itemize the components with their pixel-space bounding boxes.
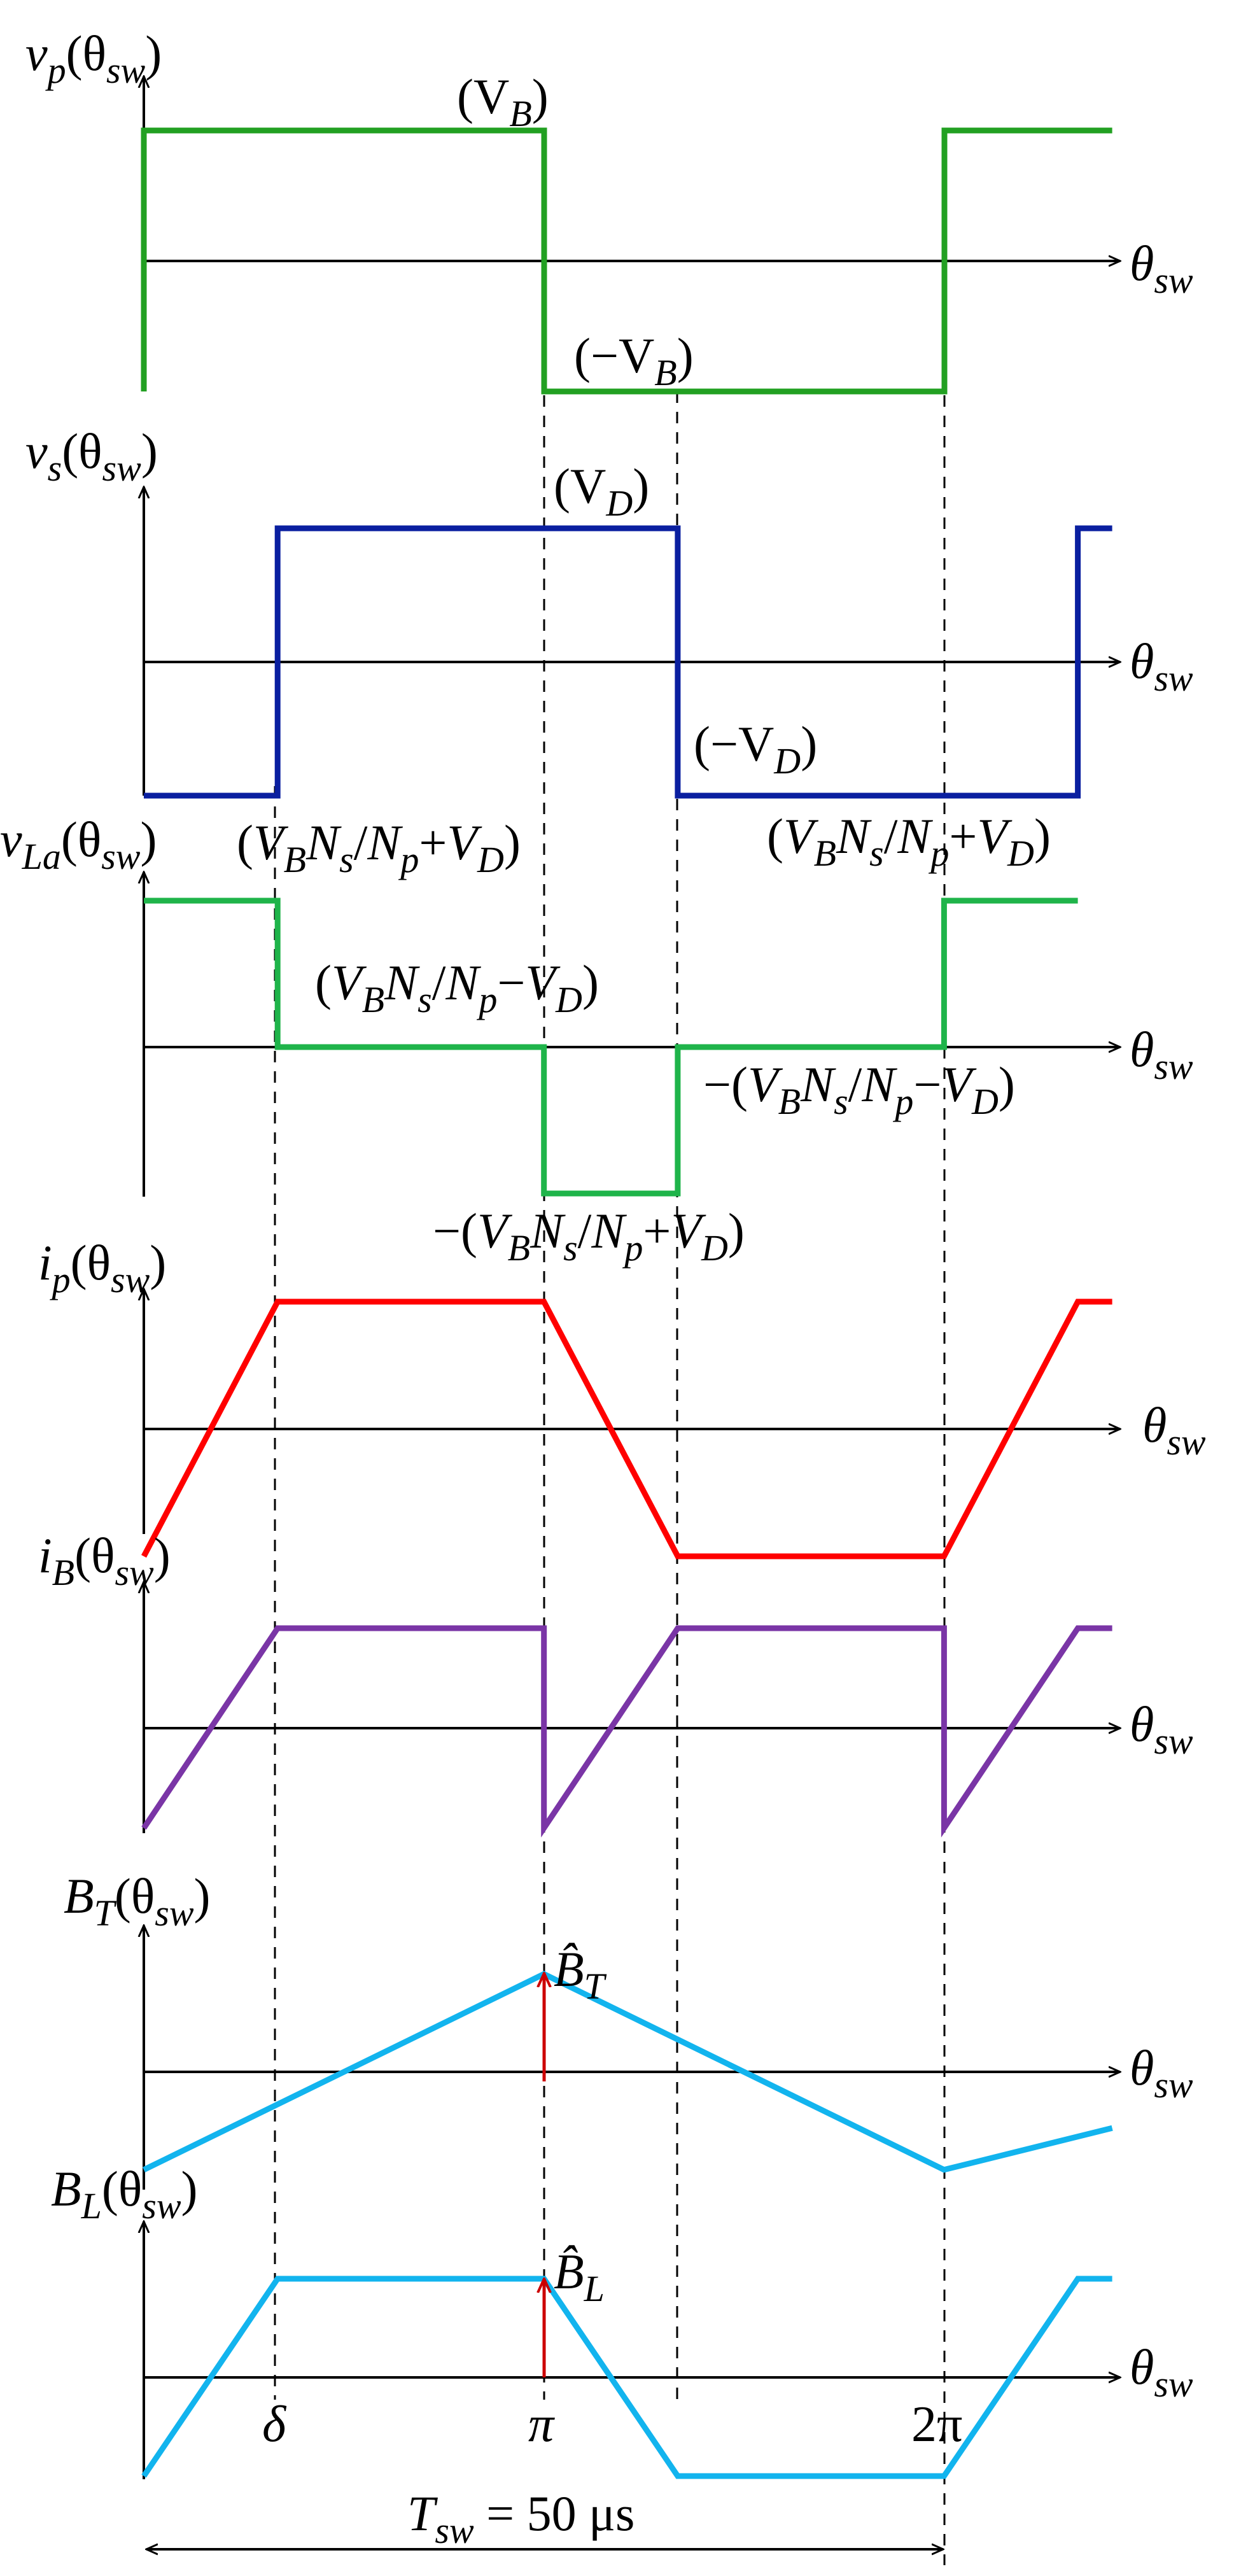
iB-waveform xyxy=(141,1625,1112,1838)
theta-label-vp: θsw xyxy=(1130,236,1193,301)
theta-axis-labels: θsw θsw θsw θsw θsw θsw θsw xyxy=(1130,236,1206,2405)
BT-waveform xyxy=(143,1971,1113,2173)
vs-low-level: (−VD) xyxy=(694,716,817,782)
axes-layer xyxy=(144,76,1120,2479)
bt-label: BT(θsw) xyxy=(64,1868,211,1934)
period-label: Tsw = 50 μs xyxy=(407,2486,635,2551)
vp-high-level: (VB) xyxy=(457,69,549,134)
level-annotations: (VB) (−VB) (VD) (−VD) (VBNs/Np+VD) (VBNs… xyxy=(237,69,1051,1269)
vla-level-neg-minus: −(VBNs/Np−VD) xyxy=(703,1057,1015,1122)
theta-label-vla: θsw xyxy=(1130,1022,1193,1087)
vs-waveform xyxy=(144,525,1112,799)
tick-pi: π xyxy=(528,2397,555,2453)
peak-markers: B̂T B̂L xyxy=(544,1941,607,2377)
vLa-waveform xyxy=(144,897,1078,1197)
bl-label: BL(θsw) xyxy=(51,2161,198,2227)
ib-label: iB(θsw) xyxy=(38,1528,171,1593)
ip-label: ip(θsw) xyxy=(38,1235,166,1300)
theta-label-bl: θsw xyxy=(1130,2339,1193,2405)
period-dimension: Tsw = 50 μs xyxy=(146,2486,943,2551)
panel-labels: vp(θsw) vs(θsw) vLa(θsw) ip(θsw) iB(θsw)… xyxy=(0,25,211,2227)
vla-level-neg-plus: −(VBNs/Np+VD) xyxy=(433,1203,745,1269)
tick-delta: δ xyxy=(262,2397,287,2453)
vla-level-plus-right: (VBNs/Np+VD) xyxy=(767,808,1051,874)
tick-2pi: 2π xyxy=(911,2397,962,2453)
vp-label: vp(θsw) xyxy=(25,25,162,91)
bt-peak-label: B̂T xyxy=(554,1941,607,2007)
theta-label-vs: θsw xyxy=(1130,633,1193,699)
BL-waveform xyxy=(141,2276,1112,2479)
ip-waveform xyxy=(141,1299,1112,1559)
vp-low-level: (−VB) xyxy=(574,328,694,393)
theta-label-ib: θsw xyxy=(1130,1696,1193,1762)
theta-label-bt: θsw xyxy=(1130,2040,1193,2106)
x-tick-labels: δ π 2π xyxy=(262,2397,962,2453)
bl-peak-label: B̂L xyxy=(554,2244,605,2309)
vla-level-plus-left: (VBNs/Np+VD) xyxy=(237,815,521,880)
vs-label: vs(θsw) xyxy=(25,423,158,489)
theta-label-ip: θsw xyxy=(1142,1397,1206,1463)
vla-level-minus: (VBNs/Np−VD) xyxy=(315,955,599,1020)
vp-waveform xyxy=(141,127,1112,395)
waveforms-layer xyxy=(141,127,1113,2479)
vs-high-level: (VD) xyxy=(554,458,649,524)
vla-label: vLa(θsw) xyxy=(0,812,157,877)
